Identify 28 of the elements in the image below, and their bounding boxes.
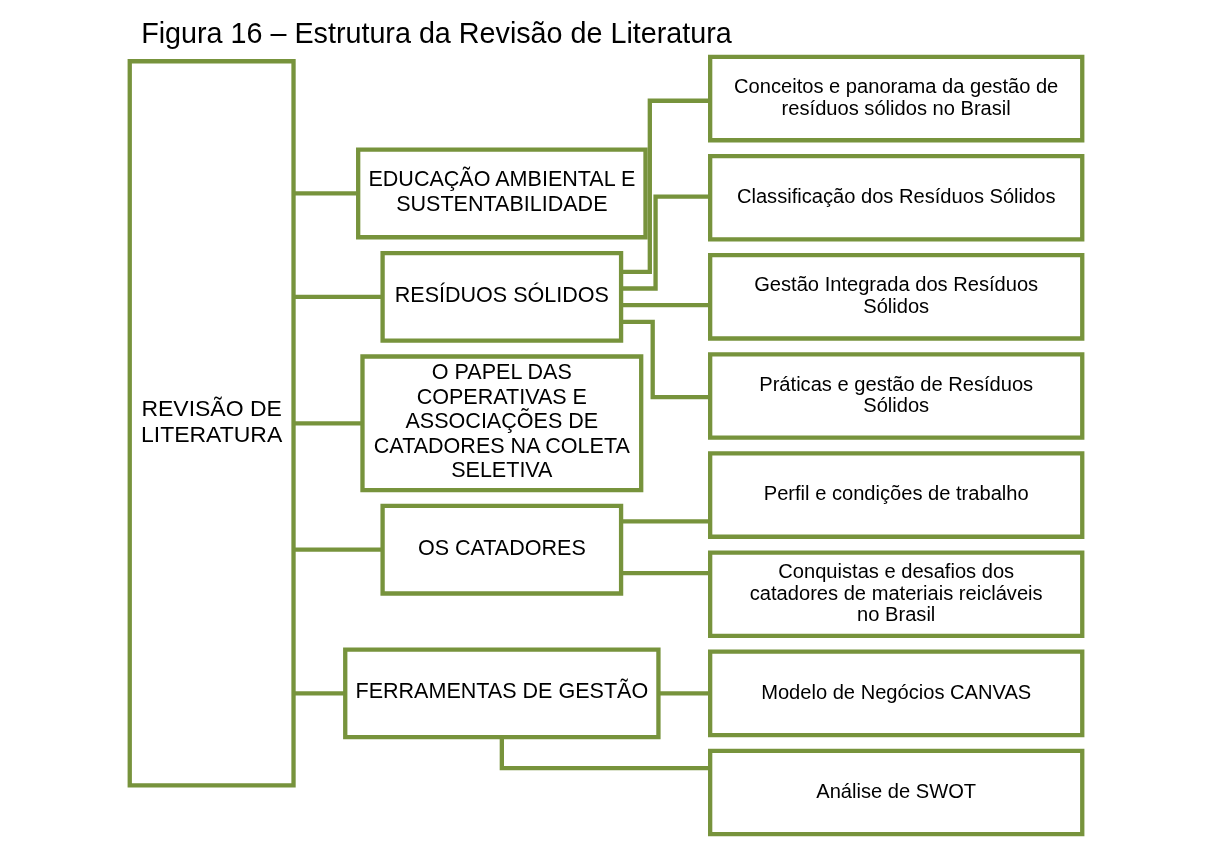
connector bbox=[499, 737, 710, 771]
connector bbox=[293, 691, 345, 696]
connector bbox=[621, 519, 710, 524]
node-box: Conquistas e desafios dos catadores de materiais reicláveis no Brasil bbox=[708, 550, 1085, 639]
node-box: Gestão Integrada dos Resíduos Sólidos bbox=[708, 253, 1085, 341]
connector bbox=[621, 194, 710, 291]
node-box: Análise de SWOT bbox=[708, 748, 1085, 837]
node-box: Perfil e condições de trabalho bbox=[708, 451, 1085, 539]
diagram-title: Figura 16 – Estrutura da Revisão de Literatura bbox=[141, 16, 732, 49]
node-box: Classificação dos Resíduos Sólidos bbox=[708, 153, 1085, 242]
connector bbox=[621, 570, 710, 576]
node-box: REVISÃO DE LITERATURA bbox=[127, 59, 296, 788]
connector bbox=[621, 98, 711, 274]
connector bbox=[621, 319, 710, 400]
node-box: Práticas e gestão de Resíduos Sólidos bbox=[708, 352, 1085, 440]
connector bbox=[293, 191, 358, 196]
connector bbox=[293, 421, 363, 426]
connector bbox=[293, 294, 383, 299]
node-box: OS CATADORES bbox=[380, 503, 624, 596]
node-box: O PAPEL DAS COPERATIVAS E ASSOCIAÇÕES DE CATADORES NA COLETA SELETIVA bbox=[360, 354, 644, 493]
node-box: Conceitos e panorama da gestão de resíduos sólidos no Brasil bbox=[708, 54, 1085, 143]
connector bbox=[293, 547, 383, 552]
node-box: Modelo de Negócios CANVAS bbox=[708, 649, 1085, 738]
node-box: FERRAMENTAS DE GESTÃO bbox=[343, 647, 661, 740]
connector bbox=[658, 691, 710, 696]
node-box: RESÍDUOS SÓLIDOS bbox=[380, 250, 624, 343]
node-box: EDUCAÇÃO AMBIENTAL E SUSTENTABILIDADE bbox=[356, 147, 648, 240]
connector bbox=[621, 303, 710, 308]
